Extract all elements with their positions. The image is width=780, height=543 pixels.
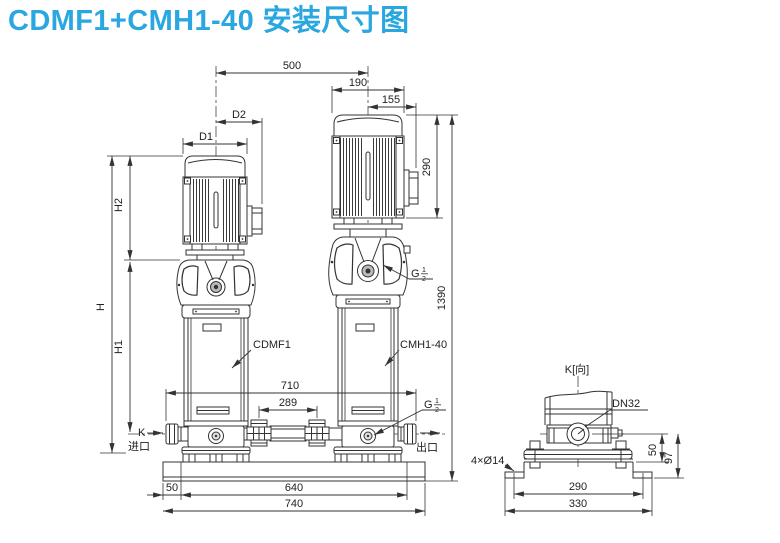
dim-h2: H2: [113, 198, 125, 212]
dim-290: 290: [421, 158, 433, 176]
label-holes: 4×Ø14: [471, 455, 504, 467]
label-dn32: DN32: [612, 398, 640, 410]
union-left: [246, 419, 272, 447]
union-right: [304, 419, 330, 447]
dim-289: 289: [279, 397, 297, 409]
svg-text:G: G: [411, 268, 420, 280]
dim-50: 50: [166, 482, 178, 494]
dim-d1: D1: [199, 131, 213, 143]
dim-side-330: 330: [569, 498, 587, 510]
dim-190: 190: [349, 77, 367, 89]
dims-top: 500 190 155 D2 D1: [182, 60, 417, 204]
label-k-view: K[向]: [565, 362, 589, 376]
dim-h1: H1: [113, 340, 125, 354]
dim-740: 740: [285, 498, 303, 510]
svg-text:1: 1: [422, 267, 426, 274]
svg-text:2: 2: [435, 407, 439, 414]
label-outlet: 出口: [416, 440, 438, 454]
dim-h: H: [95, 303, 107, 311]
dims-right: 290 1390: [406, 114, 458, 482]
right-pump: [327, 114, 419, 463]
baseplate: [162, 461, 426, 482]
label-left-pump: CDMF1: [253, 339, 291, 351]
dim-640: 640: [285, 482, 303, 494]
dim-side-97: 97: [663, 452, 675, 464]
label-g-half-drain: G 1 2: [373, 398, 446, 436]
dim-710: 710: [281, 380, 299, 392]
side-view: K[向] DN32 4×Ø14 50 97 290 330: [471, 362, 684, 516]
svg-text:1: 1: [435, 398, 439, 405]
page-title: CDMF1+CMH1-40 安装尺寸图: [8, 4, 410, 37]
dim-1390: 1390: [436, 286, 448, 310]
dims-left: H2 H1 H: [95, 155, 183, 454]
label-k: K: [138, 427, 146, 439]
connecting-pipe: [246, 419, 330, 447]
label-g-half-head: G 1 2: [382, 264, 433, 283]
svg-text:2: 2: [422, 276, 426, 283]
dim-155: 155: [382, 94, 400, 106]
dim-side-290: 290: [569, 481, 587, 493]
left-pump: [165, 155, 263, 463]
dim-d2: D2: [232, 109, 246, 121]
dim-500: 500: [283, 60, 301, 72]
label-right-pump: CMH1-40: [400, 339, 447, 351]
labels: CDMF1 CMH1-40 G 1 2 G 1 2 K 进口 出口: [128, 264, 447, 454]
dim-side-50: 50: [647, 444, 659, 456]
svg-text:G: G: [424, 399, 433, 411]
dims-bottom: 710 289 50 640 740: [147, 380, 426, 516]
label-inlet: 进口: [128, 440, 150, 453]
